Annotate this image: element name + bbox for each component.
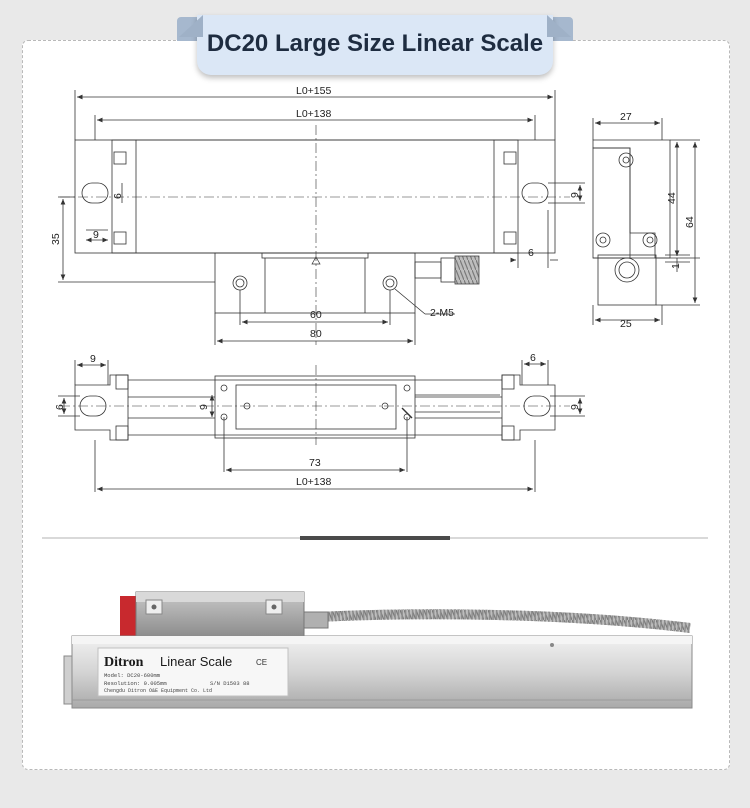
dim-right-offset: 6: [528, 247, 534, 259]
top-view: [58, 90, 585, 345]
bottom-dim-right-slot: 9: [569, 404, 581, 410]
dim-body: L0+138: [296, 108, 331, 120]
dim-right-slot: 9: [569, 192, 581, 198]
serial-line: S/N D1503 88: [210, 680, 250, 687]
dim-overall: L0+155: [296, 85, 331, 97]
model-line: Model: DC20-600mm: [104, 672, 161, 679]
product-name: Linear Scale: [160, 654, 232, 669]
title-tab: DC20 Large Size Linear Scale: [197, 15, 553, 75]
thread-note: 2-M5: [430, 307, 454, 319]
bottom-dim-hole-spacing: 73: [309, 457, 321, 469]
bottom-dim-body: L0+138: [296, 476, 331, 488]
resolution-line: Resolution: 0.005mm: [104, 680, 167, 687]
bottom-dim-left-slot: 9: [90, 353, 96, 365]
bottom-dim-center: 9: [198, 404, 210, 410]
side-dim-64: 64: [684, 216, 696, 228]
ce-mark: CE: [256, 658, 267, 667]
divider-accent: [300, 536, 450, 540]
side-dim-offset: 1: [670, 263, 682, 269]
dim-slot-height: 6: [112, 193, 124, 199]
side-dim-width: 27: [620, 111, 632, 123]
maker-line: Chengdu Ditron O&E Equipment Co. Ltd: [104, 688, 212, 694]
dim-reader-width: 80: [310, 328, 322, 340]
bottom-dim-right-top: 6: [530, 352, 536, 364]
side-view: [592, 118, 700, 325]
dim-slot-width: 9: [93, 229, 99, 241]
dim-hole-spacing: 60: [310, 309, 322, 321]
brand-logo: Ditron: [104, 655, 144, 670]
side-dim-44: 44: [666, 192, 678, 204]
side-dim-base: 25: [620, 318, 632, 330]
bottom-view: [58, 360, 585, 492]
page-title: DC20 Large Size Linear Scale: [206, 30, 544, 57]
bottom-dim-left-height: 6: [54, 404, 66, 410]
product-photo: [63, 591, 693, 709]
dim-height: 35: [50, 233, 62, 245]
